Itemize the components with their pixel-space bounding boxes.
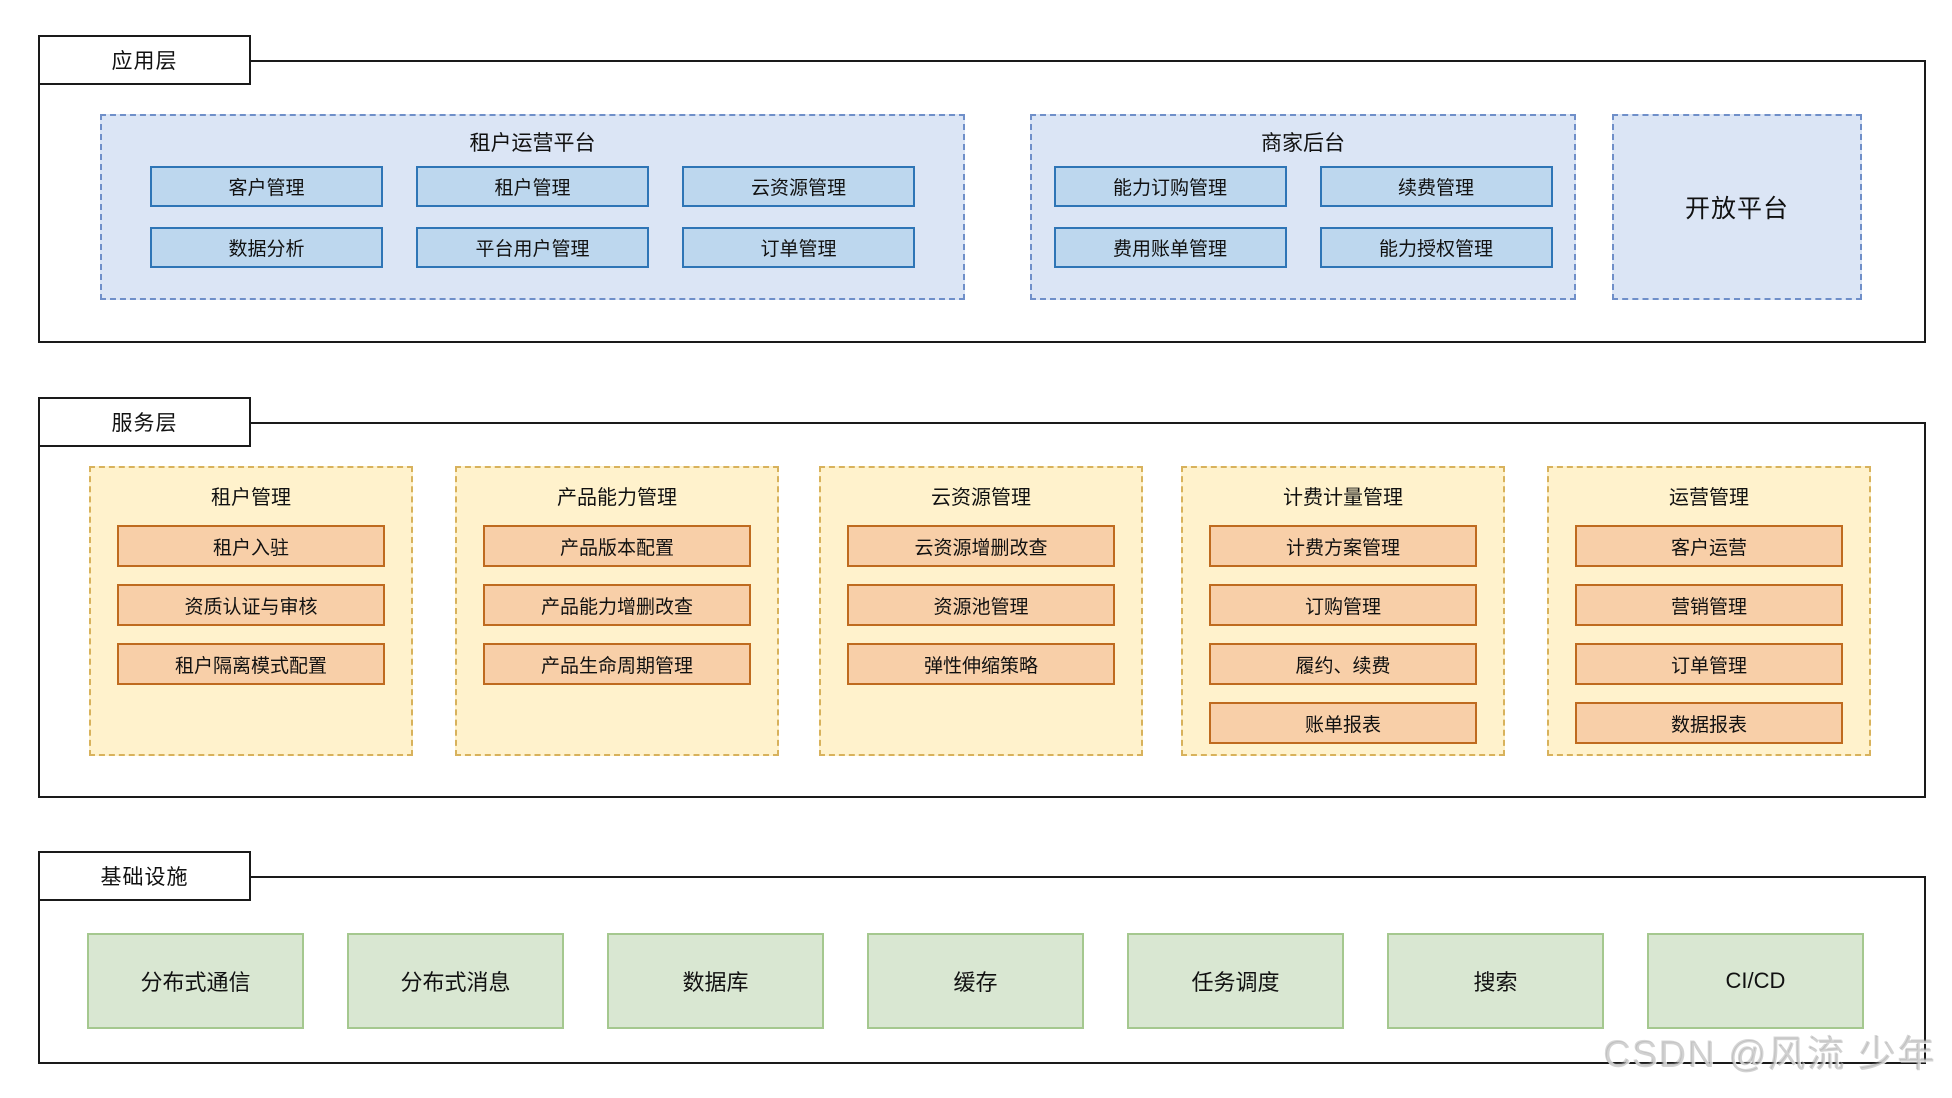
infrastructure-layer-container: 基础设施 分布式通信 分布式消息 数据库 缓存 任务调度 搜索 CI/CD [38,851,1926,1064]
group-billing-metering-management: 计费计量管理 计费方案管理 订购管理 履约、续费 账单报表 [1181,466,1505,756]
service-box: 计费方案管理 [1209,525,1477,567]
service-box: 产品生命周期管理 [483,643,751,685]
service-box: 资源池管理 [847,584,1115,626]
infra-box: 分布式通信 [87,933,304,1029]
group-operation-management: 运营管理 客户运营 营销管理 订单管理 数据报表 [1547,466,1871,756]
service-item-list: 云资源增删改查 资源池管理 弹性伸缩策略 [847,525,1115,685]
service-box: 账单报表 [1209,702,1477,744]
group-title: 运营管理 [1669,487,1749,509]
infra-box: CI/CD [1647,933,1864,1029]
module-box: 能力订购管理 [1053,166,1287,207]
service-box: 租户隔离模式配置 [117,643,385,685]
group-title: 租户管理 [211,487,291,509]
service-layer-label: 服务层 [111,412,178,435]
module-box: 订单管理 [682,227,915,268]
service-layer-container: 服务层 租户管理 租户入驻 资质认证与审核 租户隔离模式配置 产品能力管理 产品… [38,397,1926,798]
service-box: 履约、续费 [1209,643,1477,685]
service-box: 数据报表 [1575,702,1843,744]
group-open-platform: 开放平台 [1612,114,1862,300]
application-layer-tab: 应用层 [38,35,251,85]
application-layer-label: 应用层 [111,50,178,73]
service-box: 客户运营 [1575,525,1843,567]
infrastructure-layer-label: 基础设施 [100,866,189,889]
service-item-list: 租户入驻 资质认证与审核 租户隔离模式配置 [117,525,385,685]
group-title: 云资源管理 [931,487,1031,509]
module-box: 平台用户管理 [416,227,649,268]
module-box: 续费管理 [1319,166,1553,207]
module-grid: 能力订购管理 续费管理 费用账单管理 能力授权管理 [1032,166,1574,268]
infrastructure-layer-tab: 基础设施 [38,851,251,901]
module-grid: 客户管理 租户管理 云资源管理 数据分析 平台用户管理 订单管理 [102,166,963,268]
service-item-list: 计费方案管理 订购管理 履约、续费 账单报表 [1209,525,1477,744]
infra-box: 任务调度 [1127,933,1344,1029]
service-box: 订单管理 [1575,643,1843,685]
infra-box: 缓存 [867,933,1084,1029]
group-title: 计费计量管理 [1283,487,1403,509]
open-platform-label: 开放平台 [1684,195,1789,223]
group-title: 产品能力管理 [557,487,677,509]
module-box: 数据分析 [150,227,383,268]
group-tenant-operation-platform: 租户运营平台 客户管理 租户管理 云资源管理 数据分析 平台用户管理 订单管理 [100,114,965,300]
group-merchant-backend: 商家后台 能力订购管理 续费管理 费用账单管理 能力授权管理 [1030,114,1576,300]
group-title: 商家后台 [1261,132,1345,155]
service-box: 弹性伸缩策略 [847,643,1115,685]
module-box: 租户管理 [416,166,649,207]
infra-box: 数据库 [607,933,824,1029]
infrastructure-box-row: 分布式通信 分布式消息 数据库 缓存 任务调度 搜索 CI/CD [87,933,1864,1029]
group-product-capability-management: 产品能力管理 产品版本配置 产品能力增删改查 产品生命周期管理 [455,466,779,756]
module-box: 能力授权管理 [1319,227,1553,268]
service-box: 产品能力增删改查 [483,584,751,626]
service-box: 资质认证与审核 [117,584,385,626]
csdn-watermark: CSDN @风流 少年 [1604,1034,1937,1075]
infra-box: 搜索 [1387,933,1604,1029]
service-layer-tab: 服务层 [38,397,251,447]
infra-box: 分布式消息 [347,933,564,1029]
group-cloud-resource-management: 云资源管理 云资源增删改查 资源池管理 弹性伸缩策略 [819,466,1143,756]
application-layer-container: 应用层 租户运营平台 客户管理 租户管理 云资源管理 数据分析 平台用户管理 订… [38,35,1926,343]
group-tenant-management: 租户管理 租户入驻 资质认证与审核 租户隔离模式配置 [89,466,413,756]
service-box: 产品版本配置 [483,525,751,567]
service-box: 订购管理 [1209,584,1477,626]
module-box: 客户管理 [150,166,383,207]
module-box: 云资源管理 [682,166,915,207]
group-title: 租户运营平台 [469,132,596,155]
module-box: 费用账单管理 [1053,227,1287,268]
service-box: 租户入驻 [117,525,385,567]
service-item-list: 客户运营 营销管理 订单管理 数据报表 [1575,525,1843,744]
service-box: 营销管理 [1575,584,1843,626]
service-box: 云资源增删改查 [847,525,1115,567]
service-item-list: 产品版本配置 产品能力增删改查 产品生命周期管理 [483,525,751,685]
